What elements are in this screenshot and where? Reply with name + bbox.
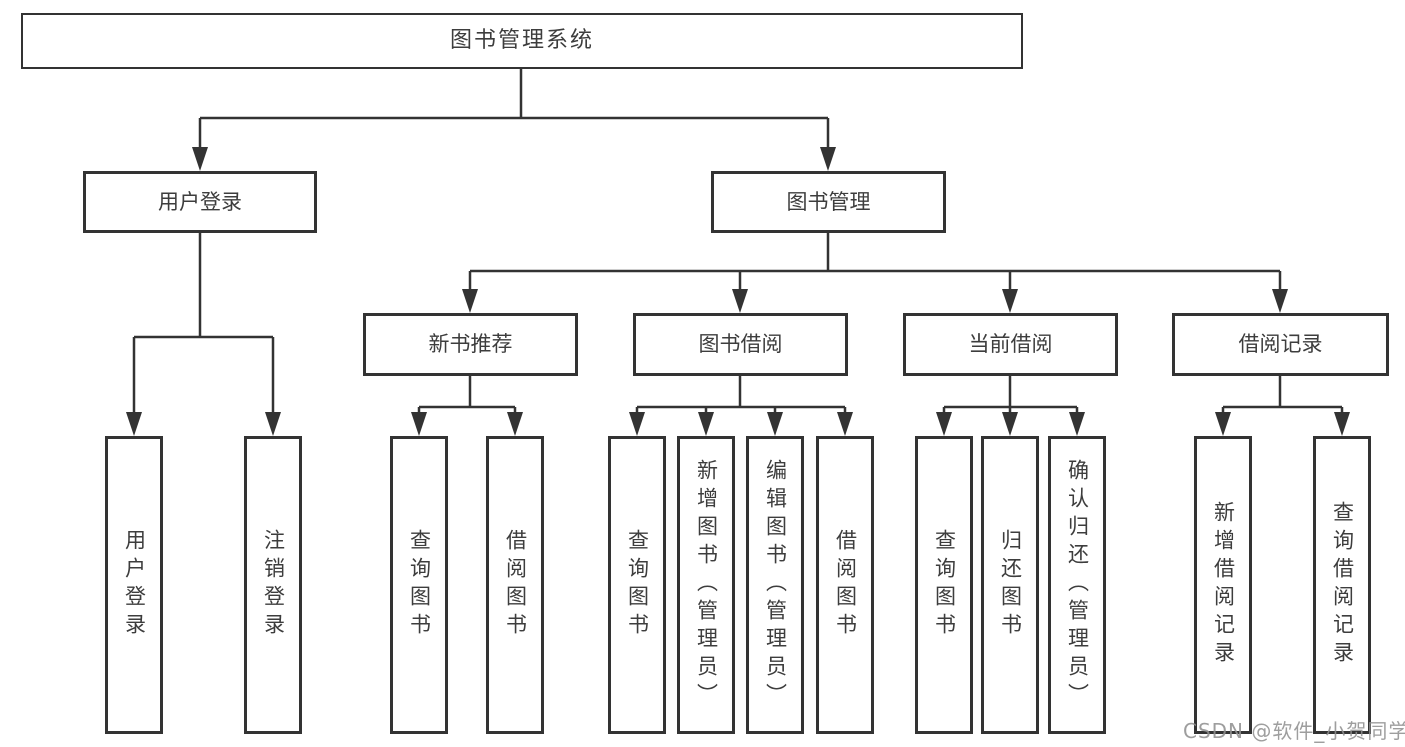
node-label: 查询图书 xyxy=(932,529,957,641)
node-label: 借阅图书 xyxy=(833,529,858,641)
node-label: 新书推荐 xyxy=(428,332,513,356)
node-label: 确认归还（管理员） xyxy=(1065,459,1090,711)
node-label: 归还图书 xyxy=(998,529,1023,641)
leaf-confirm-return-admin: 确认归还（管理员） xyxy=(1048,436,1106,734)
node-label: 图书借阅 xyxy=(698,332,783,356)
node-label: 当前借阅 xyxy=(968,332,1053,356)
node-user-login: 用户登录 xyxy=(83,171,317,233)
leaf-borrow-books-recommend: 借阅图书 xyxy=(486,436,544,734)
node-label: 新增图书（管理员） xyxy=(694,459,719,711)
node-label: 注销登录 xyxy=(261,529,286,641)
leaf-return-books: 归还图书 xyxy=(981,436,1039,734)
node-label: 编辑图书（管理员） xyxy=(763,459,788,711)
node-book-borrowing: 图书借阅 xyxy=(633,313,848,376)
leaf-query-books-current: 查询图书 xyxy=(915,436,973,734)
node-current-borrowing: 当前借阅 xyxy=(903,313,1118,376)
csdn-watermark: CSDN @软件_小贺同学 xyxy=(1183,719,1405,743)
node-borrowing-records: 借阅记录 xyxy=(1172,313,1389,376)
node-book-management: 图书管理 xyxy=(711,171,946,233)
node-label: 借阅记录 xyxy=(1238,332,1323,356)
node-new-book-recommend: 新书推荐 xyxy=(363,313,578,376)
node-label: 用户登录 xyxy=(158,189,242,214)
node-label: 查询借阅记录 xyxy=(1330,501,1355,669)
leaf-query-books-borrowing: 查询图书 xyxy=(608,436,666,734)
node-label: 图书管理系统 xyxy=(449,28,594,53)
node-label: 查询图书 xyxy=(625,529,650,641)
leaf-logout: 注销登录 xyxy=(244,436,302,734)
leaf-user-login: 用户登录 xyxy=(105,436,163,734)
leaf-add-borrow-record: 新增借阅记录 xyxy=(1194,436,1252,734)
node-label: 查询图书 xyxy=(407,529,432,641)
leaf-query-borrow-record: 查询借阅记录 xyxy=(1313,436,1371,734)
leaf-edit-books-admin: 编辑图书（管理员） xyxy=(746,436,804,734)
node-label: 图书管理 xyxy=(786,189,871,214)
node-library-management-system: 图书管理系统 xyxy=(21,13,1023,69)
leaf-borrow-books: 借阅图书 xyxy=(816,436,874,734)
node-label: 用户登录 xyxy=(122,529,147,641)
node-label: 新增借阅记录 xyxy=(1211,501,1236,669)
leaf-query-books-recommend: 查询图书 xyxy=(390,436,448,734)
leaf-add-books-admin: 新增图书（管理员） xyxy=(677,436,735,734)
node-label: 借阅图书 xyxy=(503,529,528,641)
